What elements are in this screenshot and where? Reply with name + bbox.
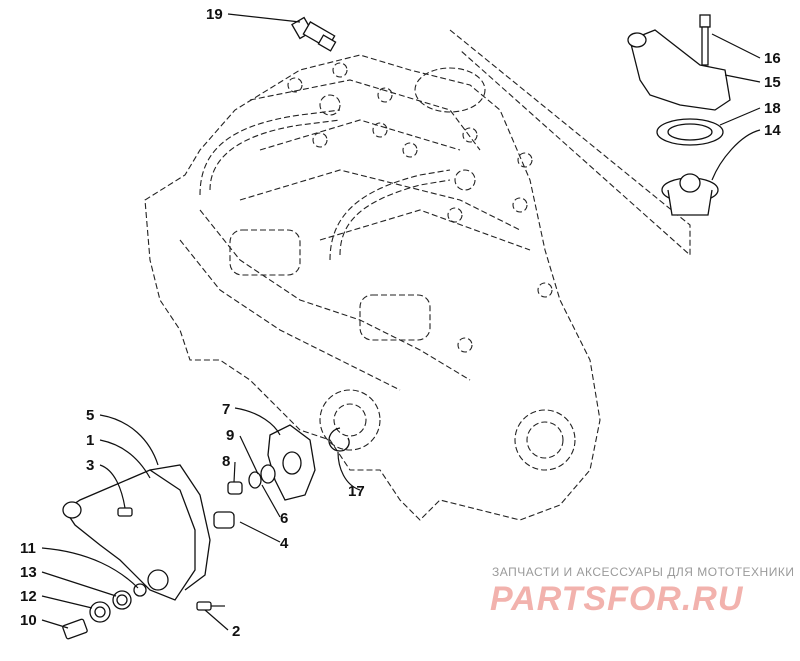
callout-2: 2 <box>232 623 240 640</box>
callout-17: 17 <box>348 483 365 500</box>
watermark-caption: ЗАПЧАСТИ И АКСЕССУАРЫ ДЛЯ МОТОТЕХНИКИ <box>492 565 795 579</box>
callout-3: 3 <box>86 457 94 474</box>
part-pump-gasket <box>149 464 211 591</box>
part-thermostat-gasket <box>656 118 724 146</box>
part-bushing <box>213 511 235 529</box>
callout-6: 6 <box>280 510 288 527</box>
callout-12: 12 <box>20 588 37 605</box>
part-thermostat <box>661 173 719 216</box>
watermark-logo: PARTSFOR.RU <box>490 580 744 618</box>
part-thermostat-housing <box>627 29 731 111</box>
callout-16: 16 <box>764 50 781 67</box>
callout-10: 10 <box>20 612 37 629</box>
callout-11: 11 <box>20 540 36 557</box>
part-pump-cover <box>62 469 196 601</box>
leader-lines <box>41 13 761 631</box>
callout-8: 8 <box>222 453 230 470</box>
callout-4: 4 <box>280 535 289 552</box>
part-temperature-sensor <box>291 16 337 52</box>
part-shaft-washers <box>227 464 276 495</box>
engine-block <box>144 54 601 521</box>
callout-5: 5 <box>86 407 94 424</box>
callout-18: 18 <box>764 100 781 117</box>
part-circlip <box>328 427 350 452</box>
callout-19: 19 <box>206 6 223 23</box>
callout-13: 13 <box>20 564 37 581</box>
part-drain-set <box>62 583 147 640</box>
callout-7: 7 <box>222 401 230 418</box>
callout-1: 1 <box>86 432 94 449</box>
callout-15: 15 <box>764 74 781 91</box>
part-housing-bolt <box>699 14 711 66</box>
callout-9: 9 <box>226 427 234 444</box>
assembly-leader-thermostat <box>449 29 691 257</box>
callout-14: 14 <box>764 122 781 139</box>
callout-labels: 19 16 15 18 14 5 1 3 7 9 8 6 4 17 11 13 … <box>20 6 781 640</box>
part-impeller <box>267 424 316 501</box>
